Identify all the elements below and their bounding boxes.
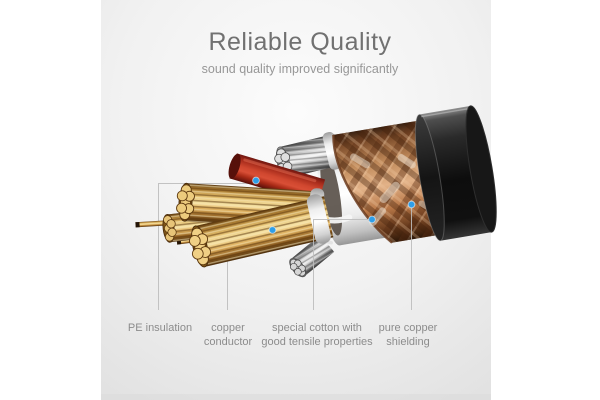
label-line: special cotton with bbox=[272, 322, 362, 334]
label-copper-conductor: copper conductor bbox=[188, 321, 268, 349]
label-pure-copper-shielding: pure copper shielding bbox=[358, 321, 458, 349]
label-line: pure copper bbox=[378, 322, 438, 334]
callout-dot-copper-conductor bbox=[268, 226, 277, 234]
callout-dot-special-cotton bbox=[368, 215, 376, 224]
silver-strand-bundle-bottom bbox=[289, 234, 335, 278]
leader-line-special-cotton bbox=[313, 219, 369, 310]
page-subtitle: sound quality improved significantly bbox=[201, 62, 399, 76]
callout-dot-pure-copper-shielding bbox=[407, 200, 416, 209]
cable-graphic bbox=[135, 105, 497, 278]
page-title: Reliable Quality bbox=[208, 28, 392, 56]
label-line: shielding bbox=[386, 336, 430, 348]
copper-bundle-front bbox=[188, 194, 334, 268]
label-special-cotton: special cotton with good tensile propert… bbox=[247, 321, 387, 349]
label-pe-insulation: PE insulation bbox=[110, 321, 210, 335]
outer-jacket bbox=[414, 105, 497, 242]
label-line: good tensile properties bbox=[261, 336, 373, 348]
leader-line-pe-insulation bbox=[158, 183, 254, 310]
label-line: copper bbox=[211, 322, 245, 334]
label-line: conductor bbox=[203, 336, 253, 348]
photo-bottom-edge bbox=[101, 394, 491, 400]
label-line: PE insulation bbox=[127, 322, 193, 334]
callout-dot-pe-insulation bbox=[252, 176, 260, 185]
